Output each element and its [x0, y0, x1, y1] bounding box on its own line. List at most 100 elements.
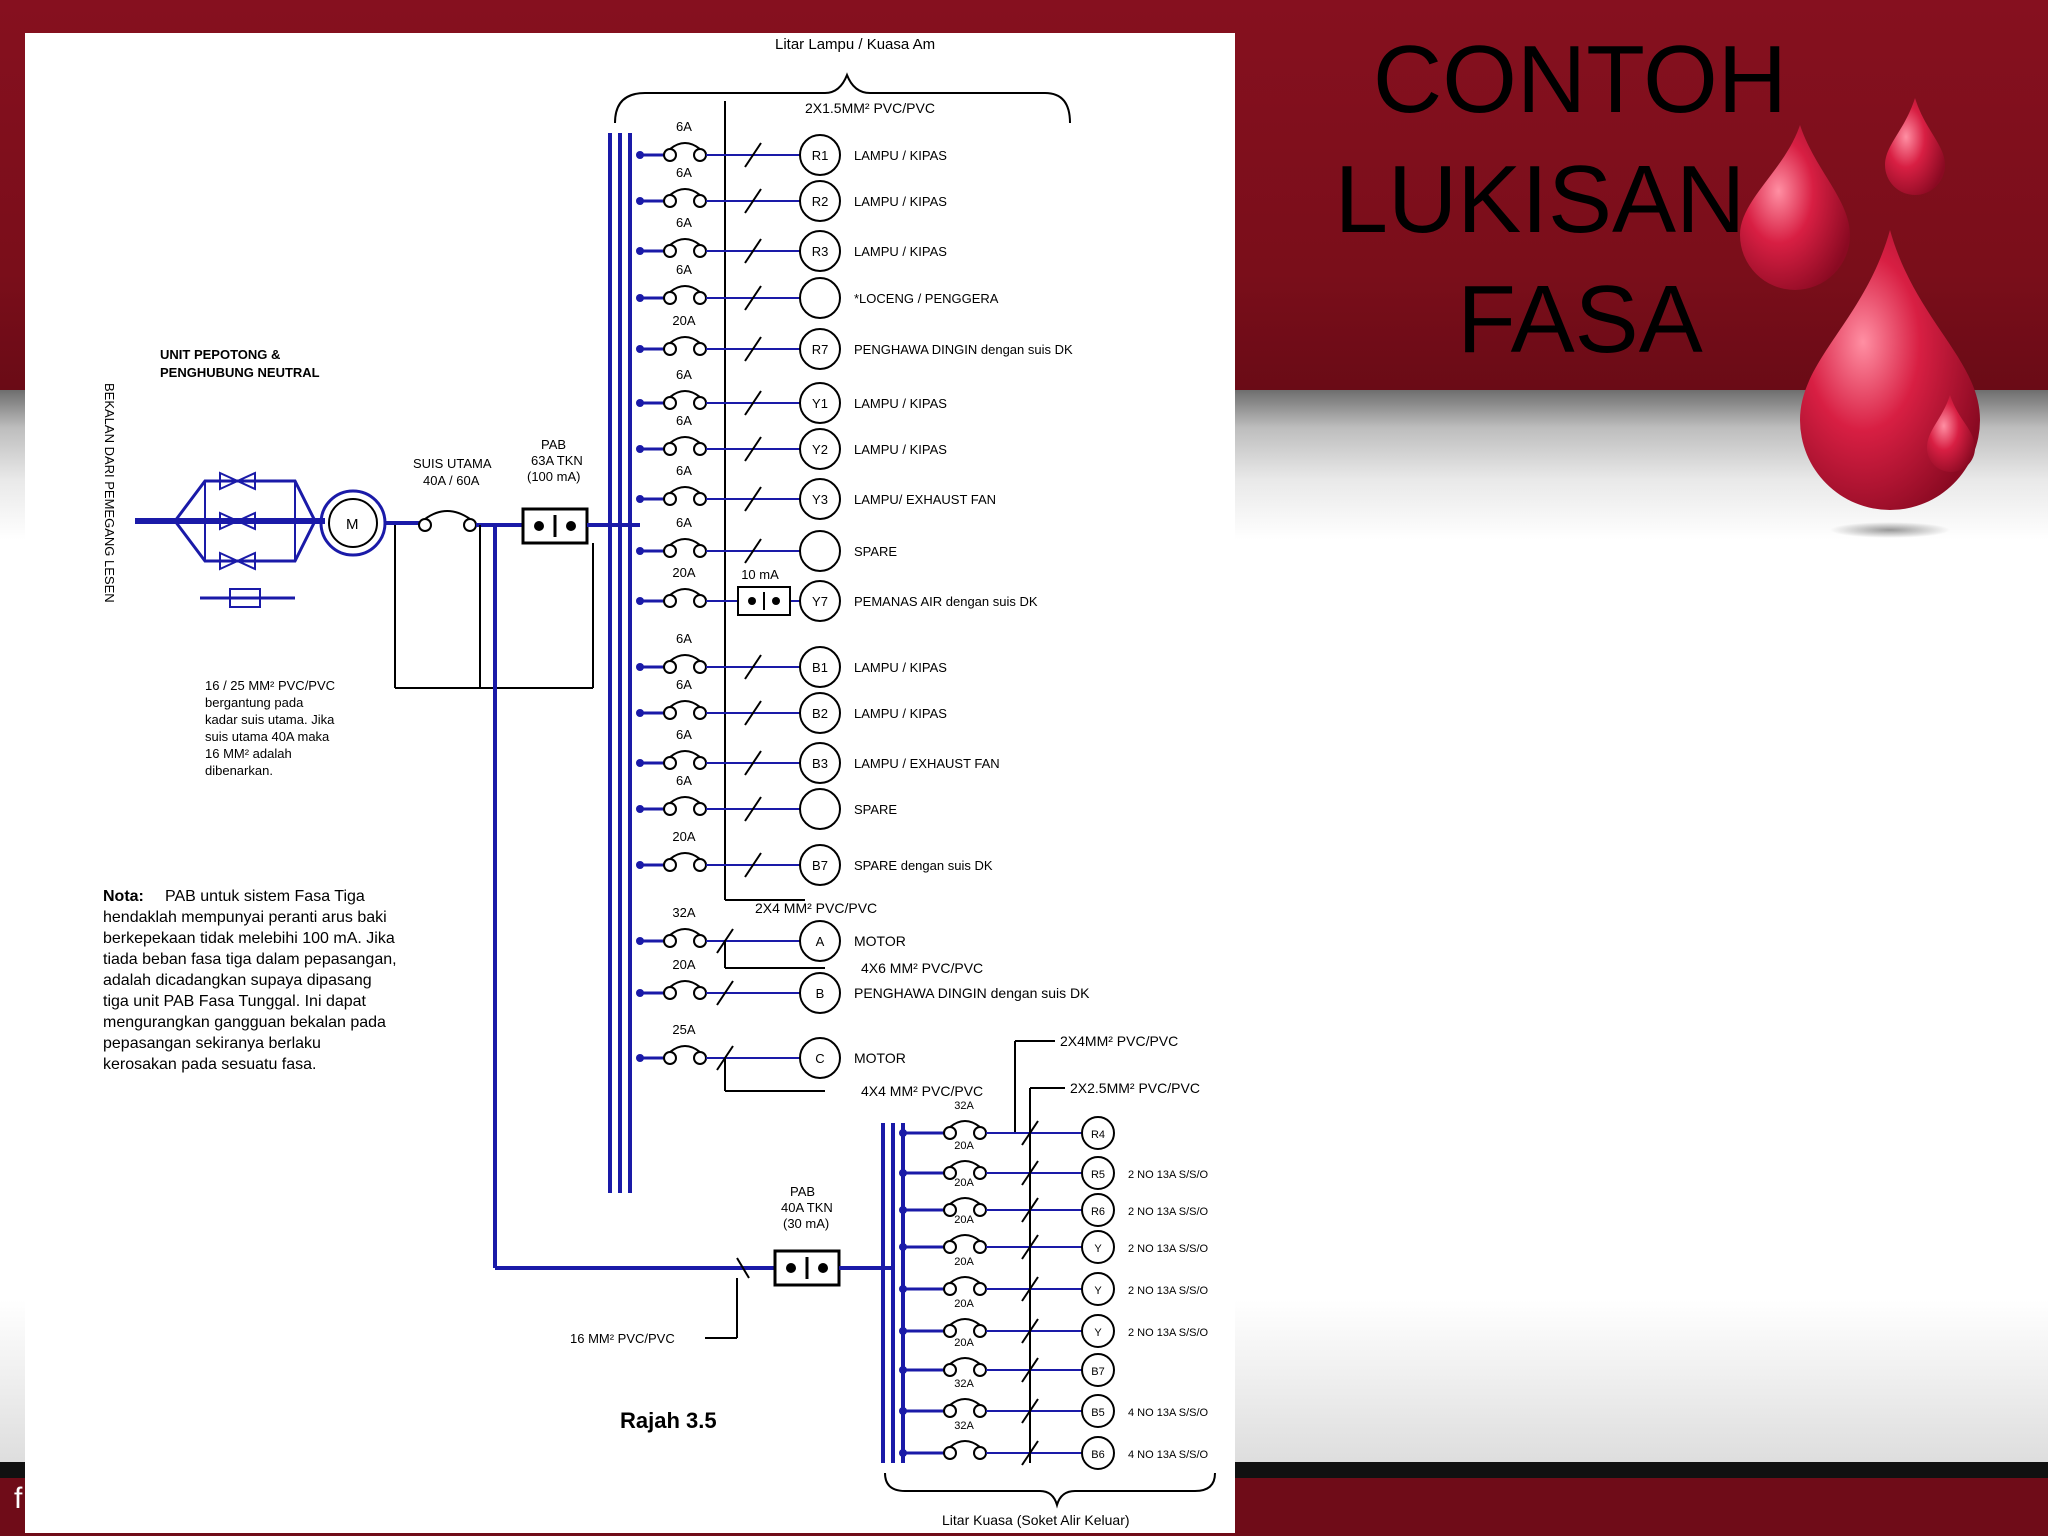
load-description: 2 NO 13A S/S/O — [1128, 1243, 1209, 1255]
breaker-terminal — [693, 148, 707, 162]
breaker-arc — [949, 1357, 981, 1365]
breaker-terminal — [943, 1363, 957, 1377]
rcd-dot — [748, 597, 756, 605]
load-circle — [1081, 1436, 1115, 1470]
nota-line: berkepekaan tidak melebihi 100 mA. Jika — [103, 930, 395, 947]
bus-tap-dot — [899, 1169, 907, 1177]
cable-tick — [1021, 1234, 1039, 1260]
breaker-terminal — [693, 986, 707, 1000]
main-cable-note-line: 16 MM² adalah — [205, 746, 292, 761]
cable-tick — [744, 700, 762, 726]
breaker-rating: 20A — [954, 1177, 974, 1189]
nota-label: Nota: — [103, 888, 144, 905]
load-description: SPARE dengan suis DK — [854, 858, 993, 873]
breaker-terminal — [663, 492, 677, 506]
bus-tap-dot — [636, 805, 644, 813]
breaker-arc — [949, 1120, 981, 1128]
breaker-terminal — [663, 194, 677, 208]
load-code: B — [816, 986, 825, 1001]
breaker-terminal — [693, 492, 707, 506]
breaker-arc — [669, 285, 701, 293]
cable-tick — [744, 336, 762, 362]
breaker-terminal — [663, 291, 677, 305]
breaker-rating: 32A — [672, 905, 695, 920]
load-description: 2 NO 13A S/S/O — [1128, 1206, 1209, 1218]
breaker-terminal — [693, 442, 707, 456]
cable-tick — [744, 142, 762, 168]
load-description: MOTOR — [854, 933, 906, 949]
breaker-terminal — [663, 544, 677, 558]
breaker-arc — [949, 1276, 981, 1284]
bus-tap-dot — [636, 151, 644, 159]
breaker-terminal — [693, 544, 707, 558]
main-switch-line-1: SUIS UTAMA — [413, 456, 492, 471]
pab-sub-dot — [818, 1263, 828, 1273]
bus-tap-dot — [636, 445, 644, 453]
title-line-3: FASA — [1457, 266, 1703, 373]
bus-tap-dot — [899, 1327, 907, 1335]
breaker-rating: 6A — [676, 631, 692, 646]
main-cable-note: 16 / 25 MM² PVC/PVC bergantung pada kada… — [205, 678, 335, 778]
bus-tap-dot — [636, 1054, 644, 1062]
breaker-arc — [669, 538, 701, 546]
breaker-terminal — [973, 1126, 987, 1140]
load-description: LAMPU / KIPAS — [854, 396, 947, 411]
cable-tick — [1021, 1197, 1039, 1223]
breaker-terminal — [943, 1324, 957, 1338]
main-cable-note-line: bergantung pada — [205, 695, 304, 710]
breaker-arc — [669, 142, 701, 150]
wiring-diagram: Litar Lampu / Kuasa Am 2X1.5MM² PVC/PVC … — [102, 36, 1216, 1528]
breaker-arc — [669, 436, 701, 444]
breaker-terminal — [693, 396, 707, 410]
breaker-terminal — [973, 1166, 987, 1180]
slide-title: CONTOH LUKISAN 3 FASA — [1290, 20, 1870, 380]
load-circle — [799, 646, 841, 688]
load-circle — [1081, 1394, 1115, 1428]
bus-tap-dot — [636, 247, 644, 255]
breaker-rating: 6A — [676, 515, 692, 530]
cable-tick — [744, 486, 762, 512]
load-description: LAMPU / KIPAS — [854, 442, 947, 457]
load-circle — [799, 180, 841, 222]
breaker-terminal — [693, 291, 707, 305]
load-description: LAMPU / KIPAS — [854, 706, 947, 721]
breaker-arc — [669, 928, 701, 936]
load-code: Y2 — [812, 442, 828, 457]
breaker-rating: 6A — [676, 677, 692, 692]
load-description: LAMPU / KIPAS — [854, 194, 947, 209]
pab-main-line-2: 63A TKN — [531, 453, 583, 468]
blood-drops-icon — [1740, 98, 1980, 538]
cable-tick — [1021, 1440, 1039, 1466]
load-circle — [799, 277, 841, 319]
cable-tick — [744, 654, 762, 680]
load-description: SPARE — [854, 802, 897, 817]
breaker-terminal — [943, 1126, 957, 1140]
breaker-arc — [669, 796, 701, 804]
bus-tap-dot — [899, 1206, 907, 1214]
load-code: B5 — [1091, 1407, 1104, 1419]
breaker-terminal — [663, 1051, 677, 1065]
breaker-rating: 25A — [672, 1022, 695, 1037]
breaker-terminal — [973, 1240, 987, 1254]
breaker-arc — [949, 1160, 981, 1168]
breaker-rating: 32A — [954, 1378, 974, 1390]
cable-tick — [744, 390, 762, 416]
breaker-arc — [669, 852, 701, 860]
breaker-rating: 6A — [676, 463, 692, 478]
bus-tap-dot — [899, 1407, 907, 1415]
breaker-rating: 20A — [672, 829, 695, 844]
nota-line: adalah dicadangkan supaya dipasang — [103, 972, 372, 989]
load-code: B7 — [812, 858, 828, 873]
breaker-rating: 20A — [954, 1214, 974, 1226]
cable-tick — [744, 852, 762, 878]
load-description: LAMPU / EXHAUST FAN — [854, 756, 1000, 771]
breaker-terminal — [663, 986, 677, 1000]
load-description: LAMPU/ EXHAUST FAN — [854, 492, 996, 507]
breaker-arc — [669, 588, 701, 596]
breaker-rating: 20A — [672, 313, 695, 328]
nota-line: mengurangkan gangguan bekalan pada — [103, 1014, 386, 1031]
load-circle — [799, 1037, 841, 1079]
load-description: 2 NO 13A S/S/O — [1128, 1169, 1209, 1181]
breaker-terminal — [693, 858, 707, 872]
load-circle — [1081, 1193, 1115, 1227]
